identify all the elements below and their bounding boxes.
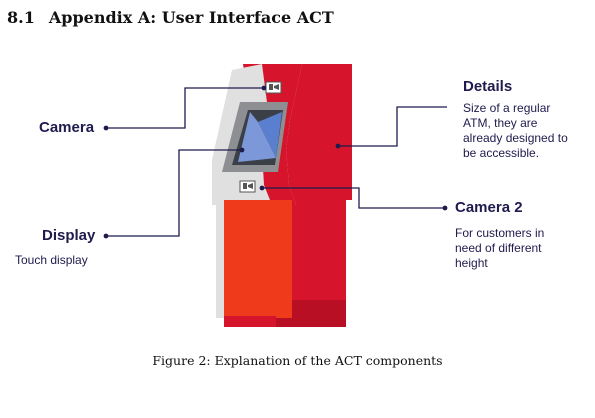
atm-base-left — [224, 316, 276, 327]
camera-dot — [103, 125, 109, 131]
details-label: Details — [463, 78, 513, 95]
atm-lower-side — [216, 200, 224, 318]
section-number: 8.1 — [7, 8, 35, 27]
screen-glare — [238, 112, 276, 162]
section-heading: 8.1 Appendix A: User Interface ACT — [7, 8, 334, 27]
atm-lower-cabinet — [222, 200, 292, 318]
details-dot — [335, 143, 341, 149]
leader-lines — [106, 87, 447, 237]
display-label: Display — [42, 227, 96, 244]
display-leader — [106, 149, 242, 237]
figure-caption: Figure 2: Explanation of the ACT compone… — [152, 353, 443, 368]
camera2-icon — [239, 180, 256, 193]
details-description: Size of a regular ATM, they are already … — [463, 101, 568, 160]
camera2-leader — [262, 187, 444, 209]
display-dot — [103, 233, 109, 239]
display-description: Touch display — [15, 253, 88, 267]
section-title: Appendix A: User Interface ACT — [48, 8, 334, 27]
camera2-lens — [243, 183, 253, 189]
camera-end-dot — [261, 85, 267, 91]
camera2-dot — [259, 185, 265, 191]
camera-lens — [269, 84, 279, 90]
screen-blue — [258, 112, 282, 158]
leader-dots — [103, 85, 448, 239]
camera2-description: For customers in need of different heigh… — [455, 226, 545, 270]
details-leader — [338, 106, 447, 147]
camera2-label: Camera 2 — [455, 199, 523, 216]
camera-leader — [106, 87, 264, 129]
camera2-end-dot — [442, 205, 448, 211]
camera-label: Camera — [39, 119, 95, 136]
display-end-dot — [239, 147, 245, 153]
